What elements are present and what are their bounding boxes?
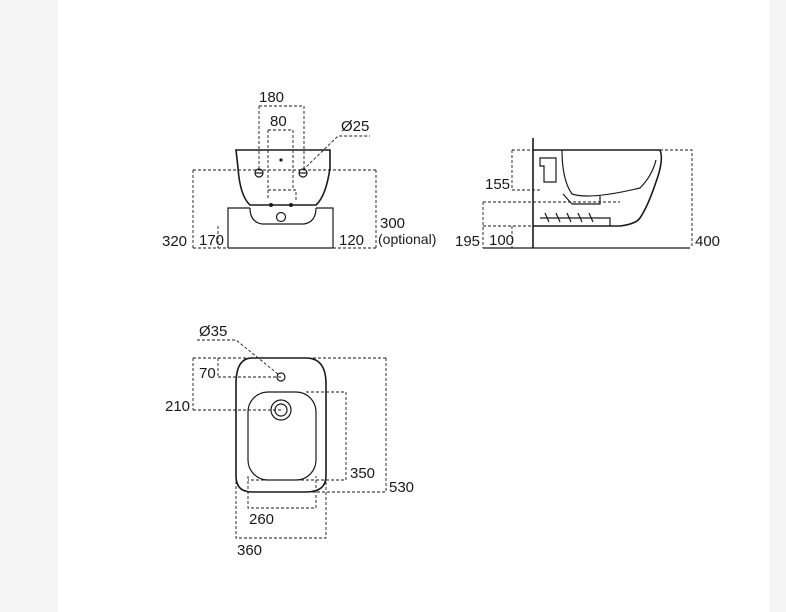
top-dim-530-label: 530: [389, 479, 414, 496]
side-dim-400-lines: [660, 149, 693, 248]
front-pedestal-base: [249, 207, 317, 225]
side-dim-100-lines: [483, 225, 533, 248]
top-dim-70-label: 70: [199, 365, 216, 382]
side-bowl-outline: [533, 149, 663, 227]
front-bowl-outline: [235, 149, 331, 206]
top-dim-350-label: 350: [350, 465, 375, 482]
front-inner-dashes: [267, 189, 297, 200]
side-dim-155-lines: [511, 149, 540, 191]
top-dim-210-lines: [192, 358, 281, 411]
top-dim-260-label: 260: [249, 511, 274, 528]
front-dim-170-label: 170: [199, 232, 224, 249]
side-dim-100-label: 100: [489, 232, 514, 249]
top-dim-diam35-label: Ø35: [199, 323, 227, 340]
front-dim-320-lines: [192, 169, 376, 248]
top-outer-outline: [235, 357, 327, 493]
front-waste-hole: [275, 211, 287, 223]
top-dim-360-lines: [235, 476, 327, 539]
front-dim-300-label: 300: [380, 215, 405, 232]
top-tap-hole: [276, 372, 286, 382]
front-dim-320-label: 320: [162, 233, 187, 250]
side-dim-155-label: 155: [485, 176, 510, 193]
side-dim-195-lines: [482, 201, 620, 248]
top-dim-210-label: 210: [165, 398, 190, 415]
side-waste-pipe: [562, 193, 601, 205]
front-fixing-hole-left: [269, 203, 273, 207]
front-dim-180-label: 180: [259, 89, 284, 106]
side-inner-bowl: [561, 149, 657, 197]
side-tap-connector: [539, 157, 557, 183]
top-dim-260-lines: [247, 476, 317, 509]
front-dim-80-lines: [267, 129, 294, 190]
front-dim-120-label: 120: [339, 232, 364, 249]
top-diam35-leader: [197, 339, 279, 375]
top-dim-350-lines: [248, 391, 347, 481]
front-dim-diam25-label: Ø25: [341, 118, 369, 135]
front-dim-180-lines: [258, 105, 305, 170]
front-dim-optional-label: (optional): [378, 231, 436, 247]
top-dim-530-lines: [306, 358, 387, 493]
side-view: 155 195 100 400: [455, 138, 720, 250]
front-bolt-right: [298, 168, 308, 178]
front-view: 180 80 Ø25 320 170 120 300 (optional): [162, 89, 436, 250]
front-diam25-leader: [302, 135, 370, 171]
front-fixing-hole-right: [289, 203, 293, 207]
top-inner-bowl: [247, 391, 317, 481]
drawing-sheet: [58, 0, 770, 612]
front-dim-170-lines: [193, 226, 228, 249]
top-view: Ø35 70 210 350 530 260 360: [165, 323, 414, 559]
top-dim-360-label: 360: [237, 542, 262, 559]
side-dim-400-label: 400: [695, 233, 720, 250]
top-dim-70-lines: [193, 357, 386, 378]
front-tap-hole: [279, 158, 283, 162]
side-bracket: [540, 212, 611, 226]
side-dim-195-label: 195: [455, 233, 480, 250]
front-support-frame: [227, 207, 334, 248]
front-dim-120-lines: [333, 170, 377, 249]
front-dim-80-label: 80: [270, 113, 287, 130]
